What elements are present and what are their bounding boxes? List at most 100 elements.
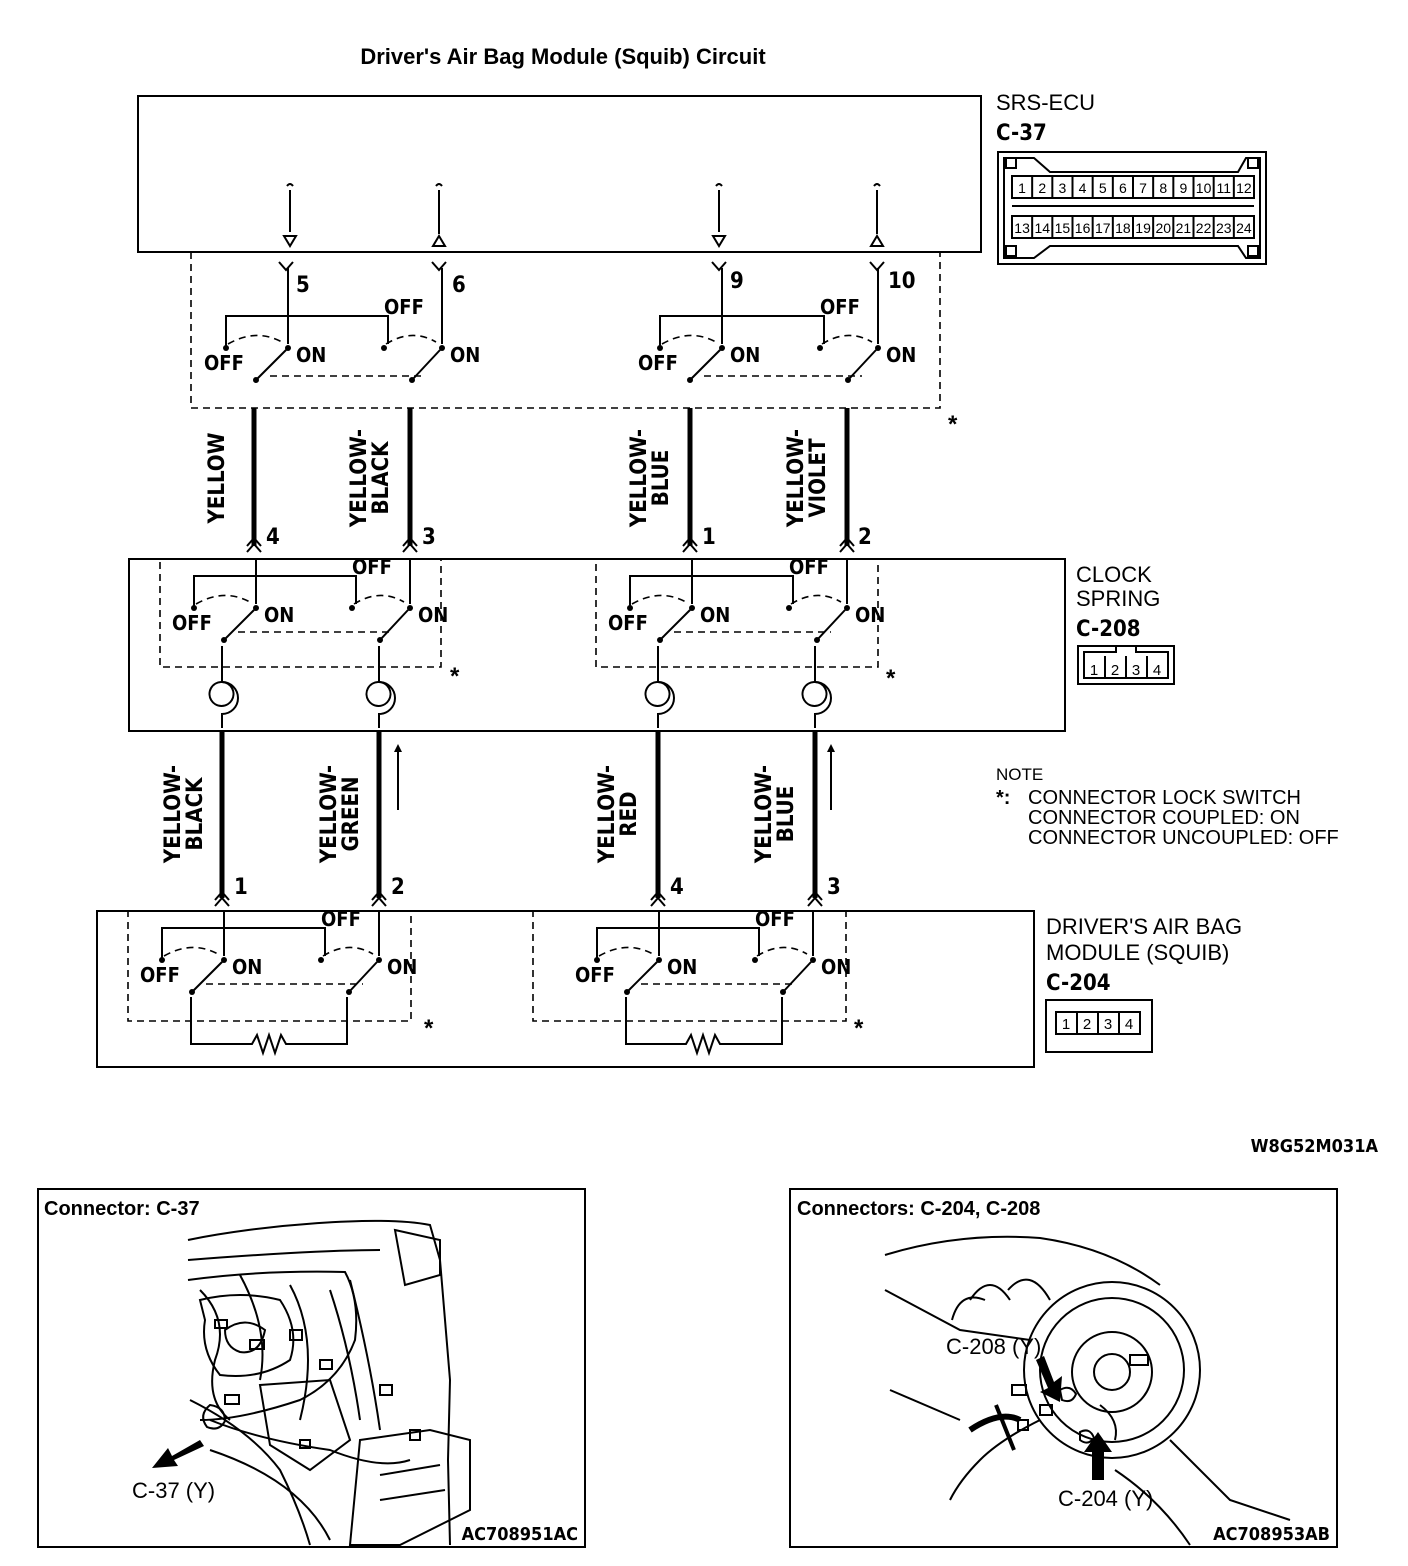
- wire-color-label: YELLOW-: [752, 765, 777, 864]
- switch-on-label: ON: [855, 603, 885, 627]
- c37-pin: 19: [1135, 220, 1151, 236]
- c37-pin: 9: [1180, 180, 1188, 196]
- cs-lock-star-1: *: [450, 663, 460, 690]
- switch-on-label: ON: [387, 955, 417, 979]
- c37-pin: 1: [1018, 180, 1026, 196]
- switch-off-label: OFF: [172, 611, 212, 635]
- diagram-title: Driver's Air Bag Module (Squib) Circuit: [360, 44, 766, 69]
- ecu-lock-switch-box: [190, 252, 941, 409]
- c37-pin: 11: [1216, 180, 1231, 196]
- c37-pin: 22: [1196, 220, 1212, 236]
- panel-c37: Connector: C-37 C-37 (Y) AC708951AC: [37, 1188, 586, 1548]
- c208-pin-1: 1: [1090, 662, 1098, 679]
- c37-pin: 2: [1038, 180, 1046, 196]
- connector-caret-icon: [431, 261, 447, 272]
- dashboard-illustration: [187, 1220, 471, 1546]
- wire-color-label: YELLOW-: [161, 765, 186, 864]
- srs-ecu-label: SRS-ECU: [996, 90, 1095, 115]
- squib-num-1: 1: [234, 875, 248, 900]
- squib-lock-star-2: *: [854, 1015, 864, 1042]
- c37-pin: 8: [1159, 180, 1167, 196]
- c37-pin: 21: [1176, 220, 1192, 236]
- c37-pin: 18: [1115, 220, 1131, 236]
- panel-c204-code: AC708953AB: [1213, 1524, 1330, 1545]
- ecu-terminal-9: [711, 183, 727, 248]
- steering-illustration: [884, 1235, 1291, 1546]
- switch-off-label: OFF: [140, 963, 180, 987]
- ecu-terminal-5: [282, 183, 298, 248]
- squib-label-2: MODULE (SQUIB): [1046, 940, 1229, 965]
- c37-pin: 10: [1196, 180, 1212, 196]
- c208-connector-face: 1 2 3 4: [1077, 645, 1175, 685]
- switch-on-label: ON: [667, 955, 697, 979]
- c204-arrow-icon: [1084, 1432, 1112, 1480]
- ecu-lock-star: *: [948, 411, 958, 438]
- ecu-terminal-num-5: 5: [296, 273, 310, 298]
- c208-arrow-icon: [1036, 1356, 1062, 1402]
- note-line-1: CONNECTOR LOCK SWITCH: [1028, 787, 1301, 809]
- ecu-terminals: [282, 183, 885, 248]
- note-line-2: CONNECTOR COUPLED: ON: [1028, 807, 1300, 829]
- cs-upper-num-4: 4: [266, 525, 280, 550]
- connector-caret-icon: [278, 261, 294, 272]
- clock-spring-coils: [208, 646, 832, 728]
- wire-color-label: RED: [617, 791, 642, 836]
- wire-color-label: YELLOW-: [347, 429, 372, 528]
- c37-arrow-icon: [152, 1440, 204, 1468]
- c37-pin: 6: [1119, 180, 1127, 196]
- squib-num-3: 3: [827, 875, 841, 900]
- panel-c37-code: AC708951AC: [462, 1524, 578, 1545]
- wire-color-label: GREEN: [339, 776, 364, 851]
- switch-on-label: ON: [730, 343, 760, 367]
- cs-upper-num-1: 1: [702, 525, 716, 550]
- wire-color-label: BLUE: [774, 786, 799, 843]
- wire-color-label: BLUE: [649, 450, 674, 507]
- switch-on-label: ON: [418, 603, 448, 627]
- c37-pin: 16: [1075, 220, 1091, 236]
- c37-pin: 14: [1034, 220, 1050, 236]
- srs-ecu-connector-label: C-37: [996, 121, 1047, 146]
- panel-c204-title: Connectors: C-204, C-208: [797, 1198, 1040, 1220]
- lower-wires: [219, 731, 835, 898]
- c37-pin: 3: [1059, 180, 1067, 196]
- wire-color-label: YELLOW-: [317, 765, 342, 864]
- panel-c37-callout: C-37 (Y): [132, 1478, 215, 1503]
- squib-num-2: 2: [391, 875, 405, 900]
- wire-color-label: YELLOW: [205, 432, 230, 524]
- note: NOTE *: CONNECTOR LOCK SWITCH CONNECTOR …: [996, 765, 1339, 849]
- c208-pin-4: 4: [1153, 662, 1161, 679]
- switch-off-label: OFF: [638, 351, 678, 375]
- panel-c204-callout: C-204 (Y): [1058, 1486, 1153, 1511]
- cs-upper-num-3: 3: [422, 525, 436, 550]
- c204-pin-2: 2: [1083, 1016, 1091, 1033]
- switch-off-label: OFF: [608, 611, 648, 635]
- cs-label-1: CLOCK: [1076, 562, 1152, 587]
- ecu-terminal-num-10: 10: [888, 269, 916, 294]
- note-line-3: CONNECTOR UNCOUPLED: OFF: [1028, 827, 1339, 849]
- c37-pin: 5: [1099, 180, 1107, 196]
- cs-lock-star-2: *: [886, 665, 896, 692]
- squib-num-4: 4: [670, 875, 684, 900]
- switch-on-label: ON: [450, 343, 480, 367]
- panel-c37-title: Connector: C-37: [44, 1198, 200, 1220]
- clock-spring: * * CLOCK SPRING C-208 1 2 3 4: [128, 558, 1175, 732]
- switch-on-label: ON: [821, 955, 851, 979]
- cs-upper-num-2: 2: [858, 525, 872, 550]
- switch-on-label: ON: [886, 343, 916, 367]
- upper-wires: [251, 408, 850, 546]
- c204-pin-3: 3: [1104, 1016, 1112, 1033]
- connector-caret-icon: [869, 261, 885, 272]
- c37-pin: 15: [1055, 220, 1071, 236]
- c204-pin-1: 1: [1062, 1016, 1070, 1033]
- c37-pin: 24: [1236, 220, 1252, 236]
- c37-pin: 20: [1155, 220, 1171, 236]
- switch-on-label: ON: [296, 343, 326, 367]
- wire-color-label: BLACK: [183, 777, 208, 851]
